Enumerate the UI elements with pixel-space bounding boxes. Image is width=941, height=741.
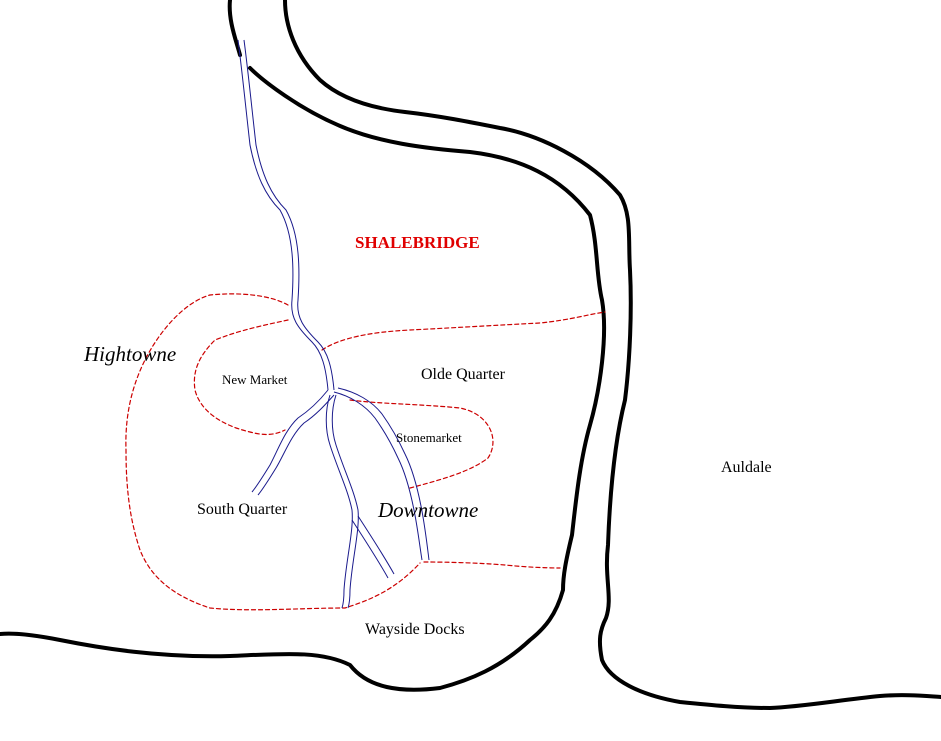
district-label-new-market: New Market	[222, 372, 288, 387]
district-label-stonemarket: Stonemarket	[396, 430, 462, 445]
district-label-hightowne: Hightowne	[84, 342, 177, 366]
river-bank-east	[283, 0, 941, 710]
new-market-border	[193, 319, 289, 436]
district-label-olde-quarter: Olde Quarter	[421, 366, 505, 383]
river-bank-west	[0, 0, 607, 692]
district-label-wayside-docks: Wayside Docks	[365, 621, 465, 638]
district-label-south-quarter: South Quarter	[197, 501, 288, 518]
city-title: SHALEBRIDGE	[355, 233, 480, 252]
stonemarket-border	[349, 399, 494, 489]
hightowne-border	[125, 293, 421, 611]
stream-network	[237, 39, 430, 609]
district-label-auldale: Auldale	[721, 459, 772, 476]
downtowne-dock-border	[423, 561, 561, 569]
olde-quarter-border	[321, 311, 606, 351]
district-label-downtowne: Downtowne	[378, 498, 479, 522]
